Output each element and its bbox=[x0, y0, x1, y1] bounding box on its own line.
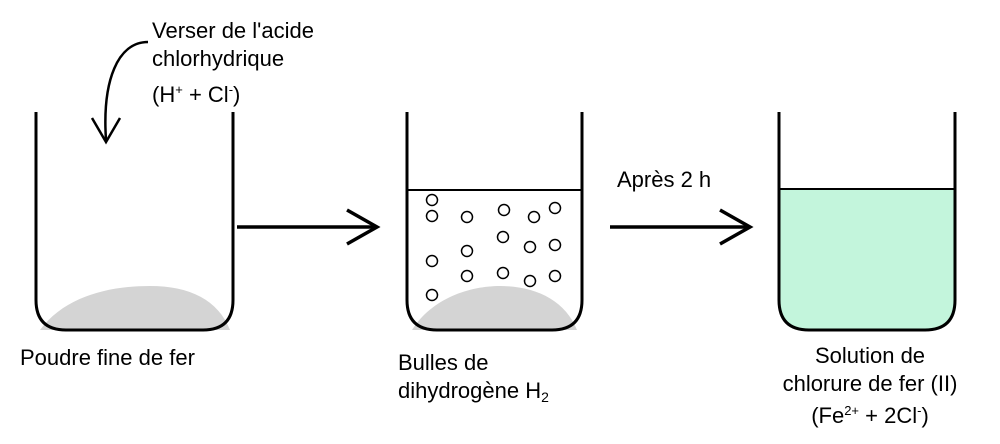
cl-charge: - bbox=[917, 403, 922, 418]
bubble bbox=[523, 240, 537, 254]
bubble bbox=[497, 203, 511, 217]
bubble bbox=[460, 210, 474, 224]
ion-plus: + bbox=[188, 82, 202, 107]
beaker-3-outline bbox=[777, 112, 957, 332]
caption-solution-line-2: chlorure de fer (II) bbox=[782, 371, 958, 396]
bubble bbox=[523, 274, 537, 288]
reaction-arrow-1 bbox=[237, 208, 381, 246]
bubble bbox=[460, 244, 474, 258]
bubble bbox=[548, 238, 562, 252]
caption-bubbles-line-2: dihydrogène H2 bbox=[398, 378, 549, 405]
bubble bbox=[425, 288, 439, 302]
bubble bbox=[548, 201, 562, 215]
formula-cl: + 2Cl bbox=[859, 403, 918, 428]
acid-formula: (H+ + Cl-) bbox=[152, 82, 241, 107]
beaker-2 bbox=[405, 112, 584, 332]
pour-arrow bbox=[90, 40, 149, 145]
bubble bbox=[496, 230, 510, 244]
iron-powder-pile-2 bbox=[412, 286, 577, 330]
iron-chloride-formula: (Fe2+ + 2Cl-) bbox=[760, 403, 980, 428]
caption-iron-powder: Poudre fine de fer bbox=[20, 345, 195, 370]
beaker-2-outline bbox=[405, 112, 584, 332]
ion-h-charge: + bbox=[175, 82, 183, 97]
iron-chloride-solution bbox=[779, 189, 955, 330]
bubble bbox=[496, 266, 510, 280]
beaker-1 bbox=[34, 112, 235, 332]
bubble bbox=[527, 210, 541, 224]
reaction-arrow-2 bbox=[610, 208, 754, 246]
instruction-line-2: chlorhydrique bbox=[152, 46, 285, 71]
bubble bbox=[548, 269, 562, 283]
bubble bbox=[425, 254, 439, 268]
formula-close: ) bbox=[921, 403, 929, 428]
beaker-3 bbox=[777, 112, 957, 332]
fe-charge: 2+ bbox=[844, 403, 860, 418]
ion-cl: Cl bbox=[207, 82, 229, 107]
instruction-line-1: Verser de l'acide bbox=[152, 18, 314, 43]
ion-h: H bbox=[159, 82, 176, 107]
bubble bbox=[460, 269, 474, 283]
hydrogen-text: dihydrogène H bbox=[398, 378, 542, 403]
arrow-label-time: Après 2 h bbox=[617, 167, 712, 192]
bubble bbox=[425, 209, 439, 223]
bubble bbox=[425, 193, 439, 207]
iron-powder-pile bbox=[40, 286, 230, 330]
caption-solution-line-1: Solution de bbox=[814, 343, 926, 368]
hydrogen-subscript: 2 bbox=[541, 389, 549, 405]
caption-bubbles-line-1: Bulles de bbox=[398, 350, 489, 375]
hydrogen-bubbles bbox=[425, 193, 562, 302]
formula-fe: (Fe bbox=[811, 403, 845, 428]
ion-cl-charge: - bbox=[228, 82, 234, 97]
beaker-1-outline bbox=[34, 112, 235, 332]
